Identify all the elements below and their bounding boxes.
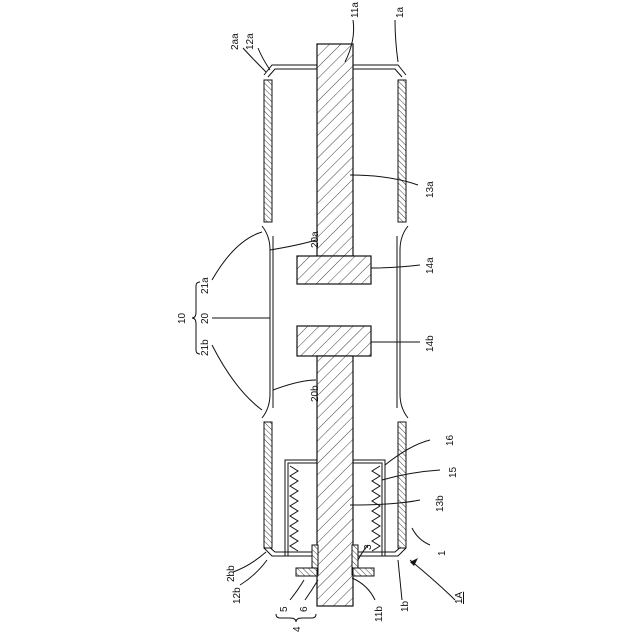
- label-21b: 21b: [200, 339, 211, 356]
- label-13b: 13b: [435, 495, 446, 512]
- label-20a: 20a: [310, 231, 321, 248]
- label-15: 15: [448, 466, 459, 478]
- lower-left-insulator: [264, 422, 272, 548]
- label-10: 10: [177, 312, 188, 324]
- label-11a: 11a: [350, 2, 361, 18]
- brace-4: [276, 614, 316, 622]
- label-13a: 13a: [425, 181, 436, 198]
- movable-electrode-rod: [317, 356, 353, 606]
- bellows-left: [290, 466, 298, 551]
- movable-contact: [297, 326, 371, 356]
- label-20b: 20b: [310, 385, 321, 402]
- label-14a: 14a: [425, 257, 436, 274]
- label-2aa: 2aa: [230, 33, 241, 50]
- fixed-electrode-rod: [317, 44, 353, 256]
- label-5: 5: [279, 606, 290, 612]
- arrow-1A: [410, 558, 418, 566]
- label-16: 16: [445, 434, 456, 446]
- brace-10: [192, 282, 200, 354]
- label-20: 20: [200, 312, 211, 324]
- fixed-contact: [297, 256, 371, 284]
- upper-right-insulator: [398, 80, 406, 222]
- bellows-right: [372, 466, 380, 551]
- label-1: 1: [437, 550, 448, 556]
- label-14b: 14b: [425, 335, 436, 352]
- label-3: 3: [363, 544, 374, 550]
- lower-right-insulator: [398, 422, 406, 548]
- label-2bb: 2bb: [226, 565, 237, 582]
- upper-left-insulator: [264, 80, 272, 222]
- label-11b: 11b: [374, 606, 385, 622]
- label-6: 6: [299, 606, 310, 612]
- label-12b: 12b: [232, 587, 243, 604]
- label-12a: 12a: [245, 33, 256, 50]
- label-1a: 1a: [395, 6, 406, 18]
- label-21a: 21a: [200, 277, 211, 294]
- label-1A: 1A: [454, 591, 465, 604]
- label-1b: 1b: [400, 600, 411, 612]
- label-4: 4: [292, 626, 303, 632]
